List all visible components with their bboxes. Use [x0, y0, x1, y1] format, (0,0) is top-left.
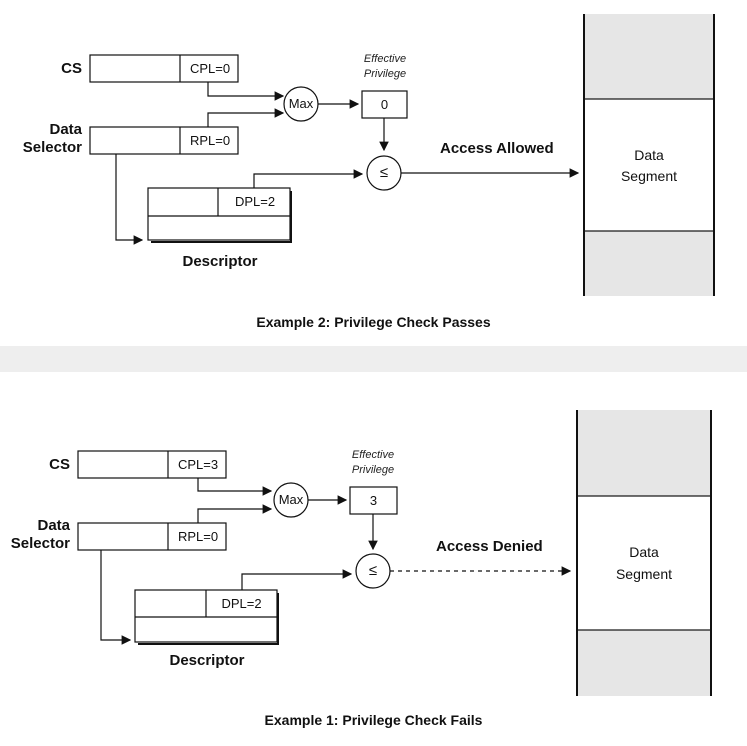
example-1-diagram [77, 410, 712, 696]
access-denied-label: Access Denied [436, 538, 543, 555]
dpl-wire [253, 169, 364, 188]
data-segment-box [583, 98, 715, 232]
effective-label-line2: Privilege [351, 464, 395, 476]
cpl-wire [197, 478, 273, 496]
rpl-wire [197, 504, 273, 523]
rpl-field: RPL=0 [189, 133, 231, 148]
example-1-caption: Example 1: Privilege Check Fails [264, 712, 483, 728]
max-label: Max [278, 492, 304, 507]
cpl-wire [207, 82, 285, 101]
cpl-field: CPL=3 [177, 457, 219, 472]
example-1-panel: CS CPL=3 Data Selector RPL=0 Max Effecti… [0, 372, 747, 746]
descriptor-box [147, 187, 291, 241]
data-selector-register [89, 126, 239, 155]
selector-to-descriptor-wire [115, 154, 144, 245]
data-selector-label-line1: Data [49, 121, 82, 138]
rpl-field: RPL=0 [177, 529, 219, 544]
compare-symbol: ≤ [379, 164, 389, 181]
data-segment-line1: Data [629, 544, 659, 560]
example-2-diagram [89, 14, 715, 296]
descriptor-label: Descriptor [169, 652, 245, 669]
dpl-field: DPL=2 [234, 194, 276, 209]
cs-label: CS [49, 456, 70, 473]
effective-label-line2: Privilege [363, 68, 407, 80]
dpl-field: DPL=2 [221, 596, 262, 611]
data-segment-box [576, 495, 712, 631]
data-segment-line2: Segment [615, 566, 673, 582]
example-2-caption: Example 2: Privilege Check Passes [256, 314, 491, 330]
dpl-wire [241, 569, 353, 590]
effective-privilege-box [361, 90, 408, 119]
cs-register [77, 450, 227, 479]
effective-value: 0 [380, 97, 389, 112]
effective-label-line1: Effective [351, 449, 395, 461]
selector-to-descriptor-wire [100, 550, 132, 645]
effective-privilege-box [349, 486, 398, 515]
access-allowed-label: Access Allowed [440, 140, 554, 157]
cpl-field: CPL=0 [189, 61, 231, 76]
effective-label-line1: Effective [363, 53, 407, 65]
descriptor-label: Descriptor [182, 253, 258, 270]
example-2-panel: CS CPL=0 Data Selector RPL=0 Max Effecti… [0, 0, 747, 346]
data-segment-line1: Data [634, 147, 664, 163]
max-label: Max [288, 96, 314, 111]
data-selector-label-line2: Selector [22, 139, 82, 156]
data-selector-label-line1: Data [37, 517, 70, 534]
rpl-wire [207, 108, 285, 127]
data-selector-register [77, 522, 227, 551]
cs-register [89, 54, 239, 83]
panel-divider [0, 346, 747, 372]
data-selector-label-line2: Selector [10, 535, 70, 552]
data-segment-line2: Segment [620, 168, 678, 184]
cs-label: CS [61, 60, 82, 77]
effective-value: 3 [369, 493, 378, 508]
compare-symbol: ≤ [368, 562, 378, 579]
